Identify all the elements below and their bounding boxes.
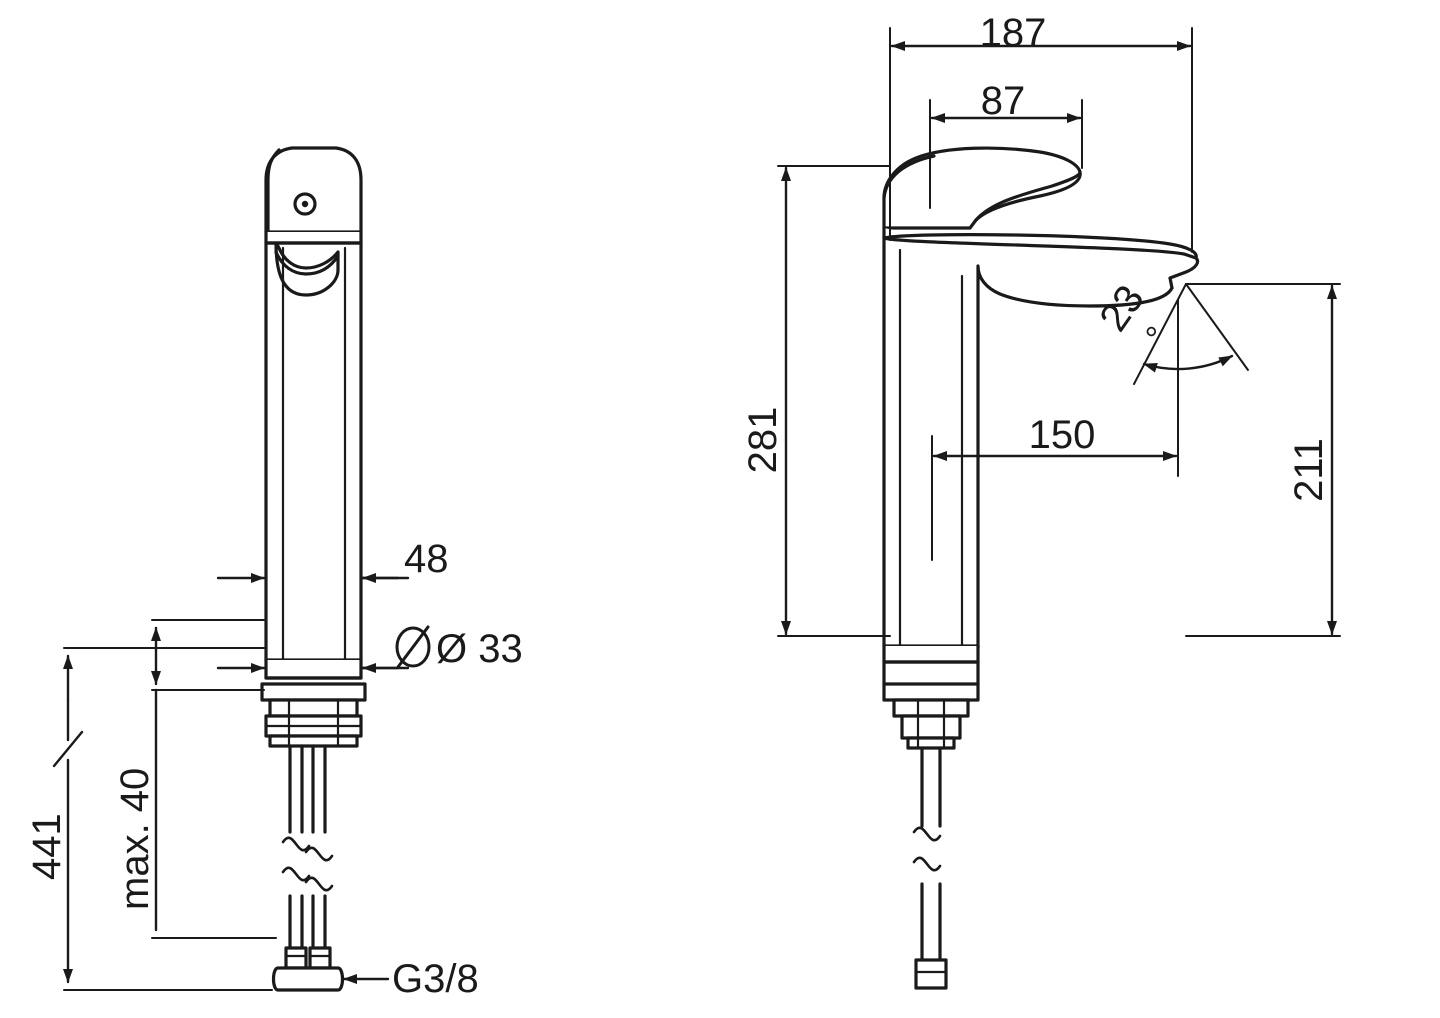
label-281: 281 — [741, 407, 785, 474]
label-211: 211 — [1287, 438, 1331, 502]
label-150: 150 — [1029, 413, 1096, 457]
label-dia-33: Ø 33 — [436, 627, 523, 671]
front-view-dimensions — [52, 559, 431, 991]
side-view-geometry — [882, 146, 1200, 990]
degree-symbol-icon: ° — [1138, 320, 1177, 353]
label-187: 187 — [980, 11, 1047, 55]
label-max-40: max. 40 — [113, 768, 157, 910]
label-87: 87 — [981, 79, 1026, 123]
label-g38: G3/8 — [392, 957, 479, 1001]
dimension-labels: 48 Ø 33 441 max. 40 G3/8 187 87 281 150 … — [25, 11, 1331, 1001]
front-view-geometry — [260, 146, 367, 992]
side-view-dimensions — [777, 27, 1341, 637]
label-441: 441 — [25, 813, 69, 880]
label-48: 48 — [404, 537, 449, 581]
